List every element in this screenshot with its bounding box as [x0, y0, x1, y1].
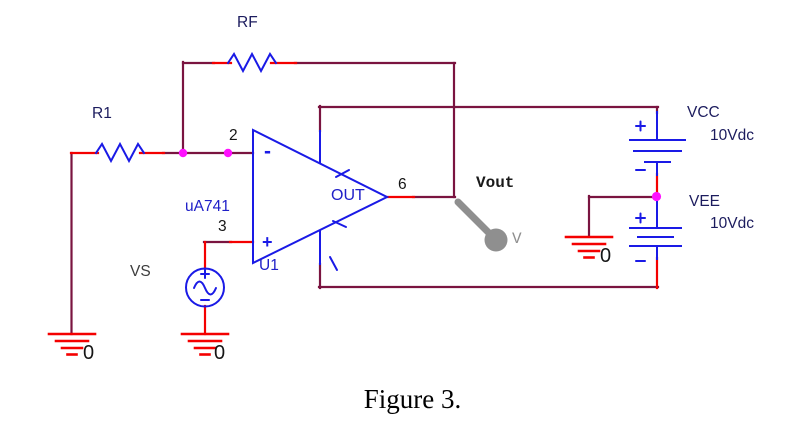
probe-type-label: V — [512, 230, 522, 248]
wire-supply-ground-branch — [587, 194, 659, 238]
vs-source-symbol — [185, 267, 225, 308]
noninverting-input-sign: + — [262, 232, 273, 252]
opamp-symbol — [252, 128, 390, 271]
plus-mark-icon — [635, 120, 646, 132]
wire-positive-supply-net — [317, 104, 660, 133]
opamp-offset-pin-marks — [329, 169, 350, 271]
resistor-r1-symbol — [94, 141, 146, 164]
inverting-input-sign: - — [264, 140, 271, 163]
junction-dot — [223, 148, 233, 158]
vs-label: VS — [130, 263, 151, 280]
opamp-out-label: OUT — [331, 187, 365, 204]
ground-symbol-vs — [180, 332, 230, 356]
plus-mark-icon — [635, 212, 646, 224]
junction-dot — [178, 148, 188, 158]
ground-symbol-left — [47, 332, 97, 356]
wire-negative-supply-net — [317, 262, 660, 290]
vee-label: VEE — [689, 193, 721, 210]
ground-zero-label-vs: 0 — [214, 342, 226, 364]
sine-wave-icon — [193, 280, 217, 296]
figure-caption: Figure 3. — [363, 384, 462, 414]
pin-number-2: 2 — [229, 127, 238, 144]
junction-dot — [651, 191, 662, 202]
vcc-battery-symbol — [629, 111, 686, 176]
r1-label: R1 — [92, 105, 112, 122]
rf-label: RF — [237, 14, 258, 31]
pin-number-6: 6 — [398, 176, 407, 193]
opamp-value-label: uA741 — [185, 198, 230, 215]
opamp-ref-label: U1 — [259, 257, 279, 274]
resistor-rf-symbol — [226, 51, 278, 74]
vee-battery-symbol — [629, 199, 682, 262]
pin-number-3: 3 — [218, 218, 227, 235]
vee-value-label: 10Vdc — [710, 215, 754, 232]
ground-symbol-right — [564, 235, 614, 259]
vcc-label: VCC — [687, 104, 720, 121]
ground-zero-label-left: 0 — [83, 342, 95, 364]
vout-net-label: Vout — [476, 174, 515, 192]
wire-feedback-net — [161, 60, 457, 199]
ground-zero-label-right: 0 — [600, 245, 612, 267]
voltage-probe-icon — [454, 198, 508, 252]
vcc-value-label: 10Vdc — [710, 127, 754, 144]
